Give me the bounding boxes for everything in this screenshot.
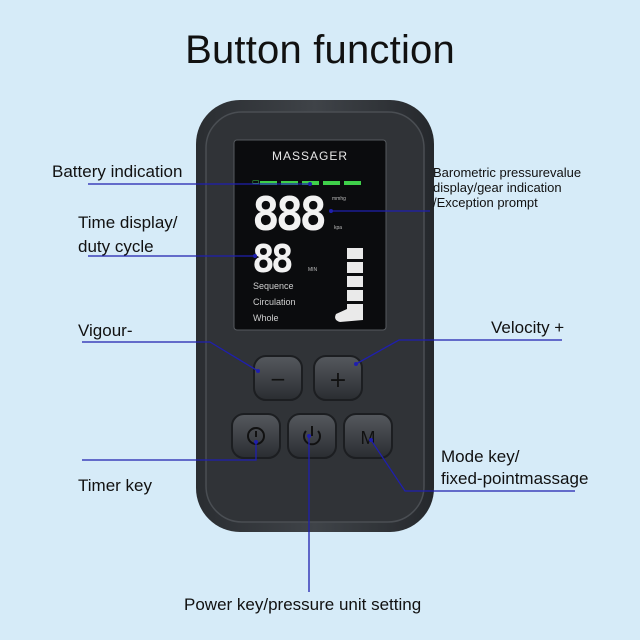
svg-text:−: −: [270, 367, 287, 391]
timer-key-label: Timer key: [78, 476, 152, 495]
mode-key-label-line2: fixed-pointmassage: [441, 469, 589, 488]
time-display-label-line1: Time display/: [78, 213, 178, 232]
pressure-digits: 888: [252, 187, 324, 241]
vigour-label: Vigour-: [78, 321, 133, 340]
battery-segment: [344, 181, 361, 185]
battery-segment: [323, 181, 340, 185]
velocity-label: Velocity +: [491, 318, 565, 337]
battery-indication-label: Battery indication: [52, 162, 183, 181]
leg-segments-icon: [335, 248, 363, 322]
pressure-unit-mmhg: mmhg: [332, 196, 346, 202]
time-display-label-line2: duty cycle: [78, 237, 154, 256]
time-unit: MIN: [308, 267, 318, 273]
mode-circulation: Circulation: [253, 297, 296, 307]
mode-key-label-line1: Mode key/: [441, 447, 520, 466]
leader-vigour: [82, 341, 259, 372]
power-button[interactable]: [287, 413, 337, 459]
battery-icon: ▭: [252, 177, 260, 186]
leader-timer: [82, 442, 257, 461]
leader-velocity: [355, 339, 562, 365]
time-digits: 88: [252, 237, 292, 281]
barometric-label-line3: /Exception prompt: [433, 195, 538, 210]
barometric-label-line2: display/gear indication: [433, 180, 562, 195]
barometric-label-line1: Barometric pressurevalue: [433, 165, 582, 180]
velocity-plus-button[interactable]: +: [313, 355, 363, 401]
leader-mode: [370, 439, 575, 492]
svg-text:+: +: [329, 368, 347, 393]
power-icon: [303, 430, 321, 446]
page-title: Button function: [185, 28, 455, 72]
svg-text:M: M: [361, 428, 376, 448]
battery-segment: [260, 181, 277, 185]
leader-lines: [82, 182, 575, 592]
vigour-minus-button[interactable]: −: [253, 355, 303, 401]
mode-sequence: Sequence: [253, 281, 294, 291]
brand-label: MASSAGER: [272, 149, 348, 163]
mode-button[interactable]: M: [343, 413, 393, 459]
power-key-label: Power key/pressure unit setting: [184, 595, 422, 614]
pressure-unit-kpa: kpa: [334, 225, 342, 231]
mode-whole: Whole: [253, 313, 279, 323]
battery-segment: [281, 181, 298, 185]
